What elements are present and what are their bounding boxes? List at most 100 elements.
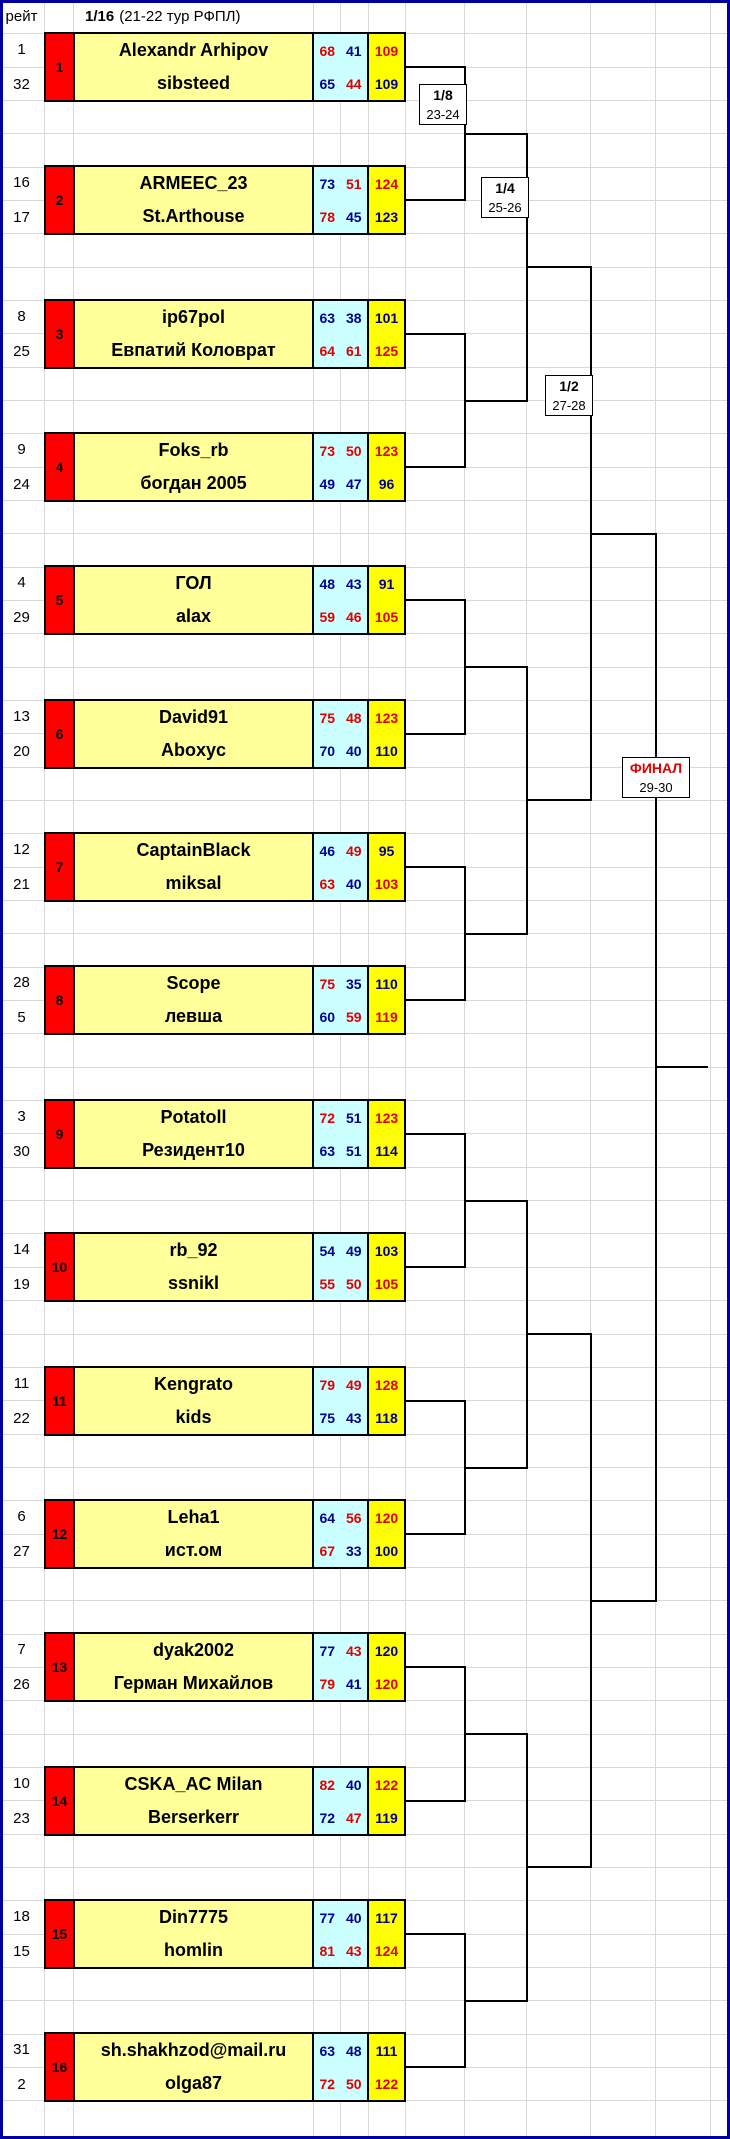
round-label-1-2: 1/2 27-28 bbox=[545, 375, 593, 416]
gridline-h bbox=[0, 1200, 730, 1201]
player-bottom-total: 122 bbox=[374, 2075, 399, 2092]
player-top-total: 122 bbox=[374, 1776, 399, 1793]
match-number: 14 bbox=[46, 1768, 73, 1834]
player-top-leg2-score: 38 bbox=[345, 309, 362, 326]
seed-top: 7 bbox=[17, 1641, 26, 1658]
match-block: 2 ARMEEC_23 St.Arthouse 73 51 78 45 124 … bbox=[44, 165, 406, 235]
player-bottom-leg2-score: 59 bbox=[345, 1008, 362, 1025]
player-bottom-total: 96 bbox=[378, 475, 395, 492]
player-bottom-total: 119 bbox=[375, 1809, 398, 1826]
seed-top: 31 bbox=[13, 2041, 30, 2058]
player-top-leg2-score: 56 bbox=[345, 1509, 362, 1526]
player-bottom-name: Резидент10 bbox=[142, 1140, 245, 1160]
seed-top: 13 bbox=[13, 708, 30, 725]
player-bottom-total: 100 bbox=[374, 1542, 399, 1559]
seed-top: 10 bbox=[13, 1775, 30, 1792]
bracket-match: 1 32 1 Alexandr Arhipov sibsteed 68 41 6… bbox=[0, 32, 406, 102]
player-bottom-name: sibsteed bbox=[156, 73, 231, 93]
seed-top: 1 bbox=[17, 41, 26, 58]
seed-bottom: 26 bbox=[13, 1676, 30, 1693]
match-names-cell: CaptainBlack miksal bbox=[73, 834, 314, 900]
bracket-line-h bbox=[526, 799, 592, 801]
match-number: 5 bbox=[46, 567, 73, 633]
match-number: 7 bbox=[46, 834, 73, 900]
round-dates: 25-26 bbox=[488, 200, 522, 215]
player-top-leg1-score: 75 bbox=[319, 709, 336, 726]
seed-top: 16 bbox=[13, 174, 30, 191]
player-top-leg1-score: 82 bbox=[319, 1776, 336, 1793]
gridline-v bbox=[405, 0, 406, 2139]
match-names-cell: Leha1 ист.ом bbox=[73, 1501, 314, 1567]
player-top-leg1-score: 64 bbox=[319, 1509, 336, 1526]
round-name: 1/4 bbox=[495, 180, 515, 196]
bracket-line-h bbox=[464, 133, 528, 135]
player-bottom-leg1-score: 65 bbox=[319, 75, 336, 92]
bracket-line-h bbox=[406, 66, 466, 68]
bracket-match: 6 27 12 Leha1 ист.ом 64 56 67 33 120 100 bbox=[0, 1499, 406, 1569]
gridline-v bbox=[590, 0, 591, 2139]
seed-bottom: 19 bbox=[13, 1276, 30, 1293]
player-bottom-total: 109 bbox=[374, 75, 399, 92]
round-dates: 29-30 bbox=[639, 780, 673, 795]
match-block: 8 Scope левша 75 35 60 59 110 119 bbox=[44, 965, 406, 1035]
player-top-total: 128 bbox=[374, 1376, 399, 1393]
gridline-v bbox=[313, 0, 314, 2139]
player-bottom-leg2-score: 43 bbox=[345, 1942, 362, 1959]
title-detail: (21-22 тур РФПЛ) bbox=[119, 8, 241, 25]
bracket-line-h bbox=[406, 1666, 466, 1668]
match-block: 11 Kengrato kids 79 49 75 43 128 118 bbox=[44, 1366, 406, 1436]
player-bottom-leg2-score: 50 bbox=[345, 1275, 362, 1292]
bracket-line-h bbox=[590, 533, 657, 535]
player-bottom-leg1-score: 81 bbox=[319, 1942, 336, 1959]
match-block: 6 David91 Aboxyc 75 48 70 40 123 110 bbox=[44, 699, 406, 769]
gridline-v bbox=[526, 0, 527, 2139]
player-bottom-leg1-score: 49 bbox=[319, 475, 336, 492]
bracket-line-h bbox=[406, 1800, 466, 1802]
player-top-leg2-score: 43 bbox=[345, 1642, 362, 1659]
gridline-h bbox=[0, 667, 730, 668]
match-number: 16 bbox=[46, 2034, 73, 2100]
seed-bottom: 2 bbox=[17, 2076, 26, 2093]
bracket-match: 11 22 11 Kengrato kids 79 49 75 43 128 1… bbox=[0, 1366, 406, 1436]
gridline-h bbox=[0, 800, 730, 801]
seed-bottom: 24 bbox=[13, 476, 30, 493]
match-leg-scores-cell: 72 51 63 51 bbox=[314, 1101, 367, 1167]
player-bottom-name: богдан 2005 bbox=[140, 473, 247, 493]
match-names-cell: ip67pol Евпатий Коловрат bbox=[73, 301, 314, 367]
player-top-leg1-score: 75 bbox=[319, 975, 336, 992]
player-bottom-leg2-score: 51 bbox=[345, 1142, 362, 1159]
player-top-total: 103 bbox=[374, 1242, 399, 1259]
player-top-total: 124 bbox=[374, 175, 399, 192]
seed-top: 4 bbox=[17, 574, 26, 591]
match-leg-scores-cell: 46 49 63 40 bbox=[314, 834, 367, 900]
player-top-name: Din7775 bbox=[158, 1907, 229, 1927]
round-label-final: ФИНАЛ 29-30 bbox=[622, 757, 690, 798]
match-total-cell: 101 125 bbox=[367, 301, 404, 367]
player-top-name: sh.shakhzod@mail.ru bbox=[100, 2040, 287, 2060]
player-bottom-leg1-score: 78 bbox=[319, 208, 336, 225]
player-top-leg2-score: 51 bbox=[345, 175, 362, 192]
bracket-match: 16 17 2 ARMEEC_23 St.Arthouse 73 51 78 4… bbox=[0, 165, 406, 235]
bracket-match: 3 30 9 Potatoll Резидент10 72 51 63 51 1… bbox=[0, 1099, 406, 1169]
player-top-total: 95 bbox=[378, 842, 395, 859]
sheet-title: 1/16 (21-22 тур РФПЛ) bbox=[85, 0, 240, 33]
player-bottom-leg1-score: 64 bbox=[319, 342, 336, 359]
player-bottom-leg1-score: 79 bbox=[319, 1675, 336, 1692]
match-block: 13 dyak2002 Герман Михайлов 77 43 79 41 … bbox=[44, 1632, 406, 1702]
match-block: 16 sh.shakhzod@mail.ru olga87 63 48 72 5… bbox=[44, 2032, 406, 2102]
match-number: 15 bbox=[46, 1901, 73, 1967]
player-top-leg1-score: 46 bbox=[319, 842, 336, 859]
player-top-total: 111 bbox=[375, 2042, 398, 2059]
match-names-cell: David91 Aboxyc bbox=[73, 701, 314, 767]
player-top-leg2-score: 48 bbox=[345, 709, 362, 726]
player-bottom-name: miksal bbox=[165, 873, 222, 893]
match-names-cell: CSKA_AC Milan Berserkerr bbox=[73, 1768, 314, 1834]
player-bottom-name: homlin bbox=[164, 1940, 223, 1960]
match-total-cell: 95 103 bbox=[367, 834, 404, 900]
player-top-name: Alexandr Arhipov bbox=[118, 40, 269, 60]
match-leg-scores-cell: 64 56 67 33 bbox=[314, 1501, 367, 1567]
gridline-h bbox=[0, 1067, 730, 1068]
player-top-leg1-score: 68 bbox=[319, 42, 336, 59]
match-leg-scores-cell: 75 35 60 59 bbox=[314, 967, 367, 1033]
match-total-cell: 91 105 bbox=[367, 567, 404, 633]
